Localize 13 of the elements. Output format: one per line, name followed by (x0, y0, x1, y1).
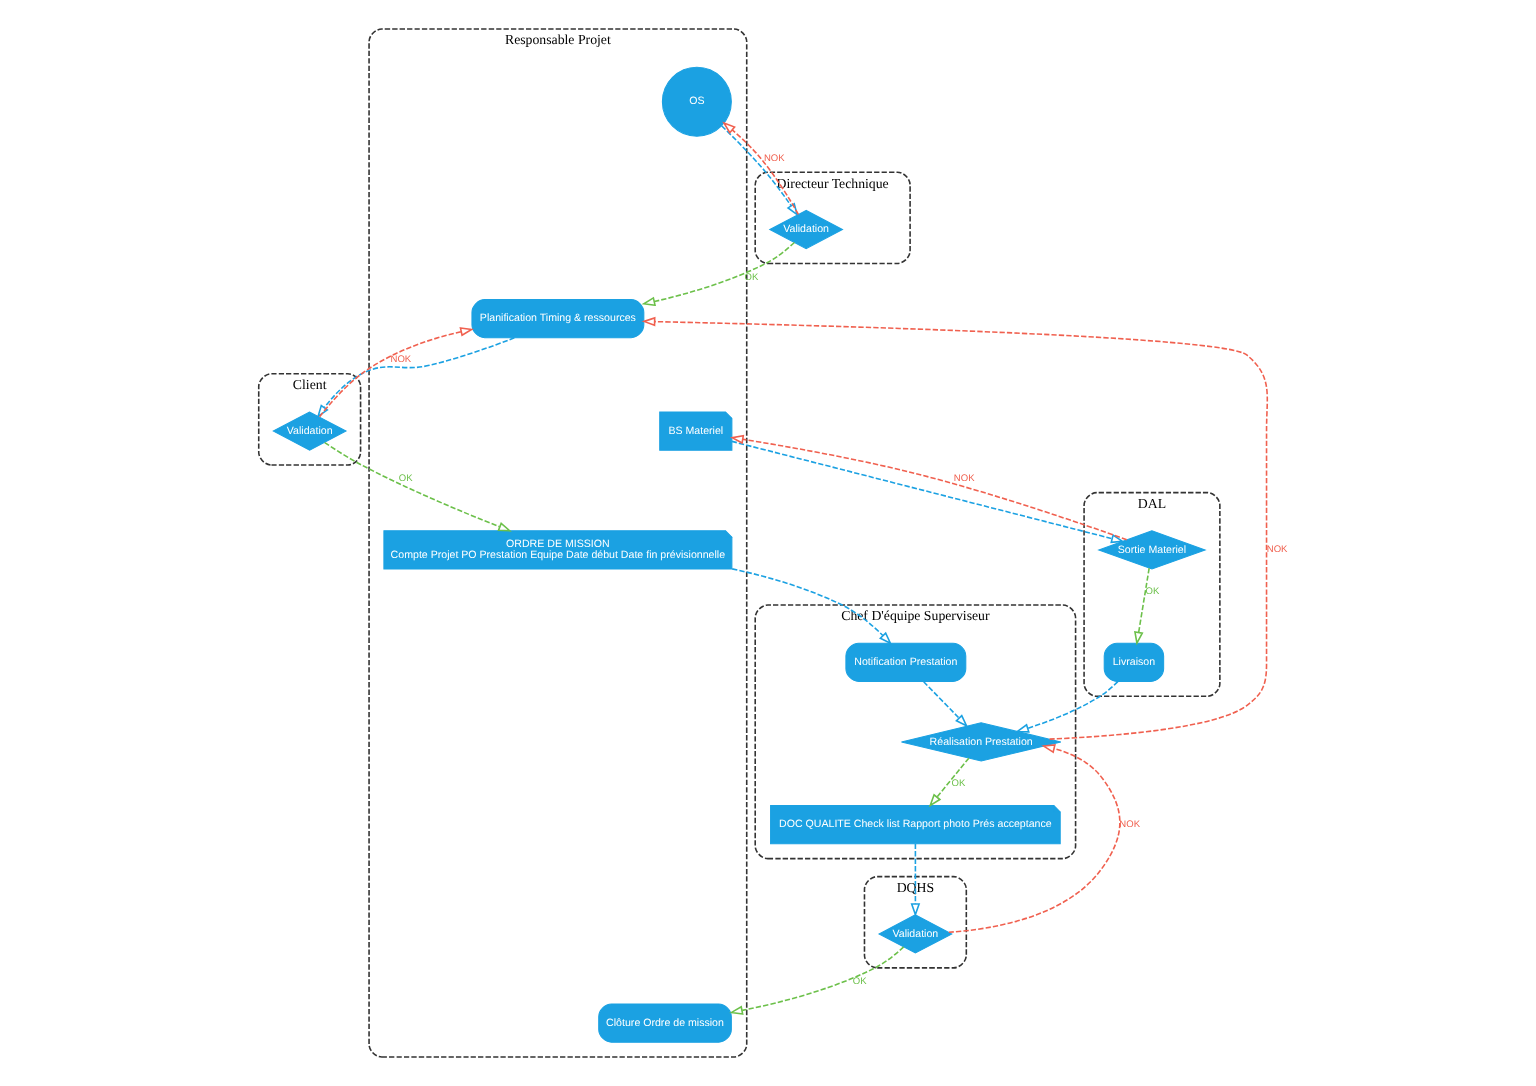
arrow (947, 744, 1120, 934)
arrow (317, 327, 473, 418)
arrow (728, 946, 904, 1015)
arrow (1133, 567, 1149, 646)
arrow (921, 680, 968, 728)
arrow (909, 843, 920, 917)
arrow (322, 441, 511, 532)
arrow (315, 337, 515, 419)
arrow (730, 568, 892, 645)
arrow (640, 316, 1268, 740)
arrow (927, 757, 969, 808)
arrow (1014, 680, 1118, 733)
arrow (640, 241, 795, 307)
